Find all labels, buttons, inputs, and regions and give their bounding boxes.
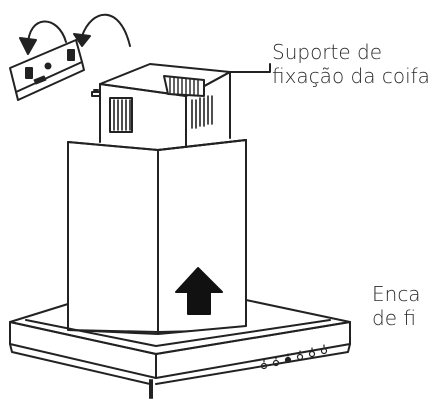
bracket-label-line2: fixação da coifa (272, 64, 430, 88)
control-panel (260, 344, 328, 370)
upper-chimney (91, 63, 231, 147)
bracket-label: Suporte de fixação da coifa (272, 40, 430, 88)
hood-canopy (9, 299, 351, 399)
bracket-label-line1: Suporte de (272, 40, 383, 64)
up-arrow-icon (175, 267, 223, 315)
fitting-label: Enca de fi (372, 282, 421, 330)
lower-chimney (67, 139, 247, 335)
fitting-label-line1: Enca (372, 282, 421, 306)
fitting-label-line2: de fi (372, 306, 416, 330)
curved-arrow-icon (19, 13, 131, 55)
mounting-bracket (9, 39, 85, 101)
